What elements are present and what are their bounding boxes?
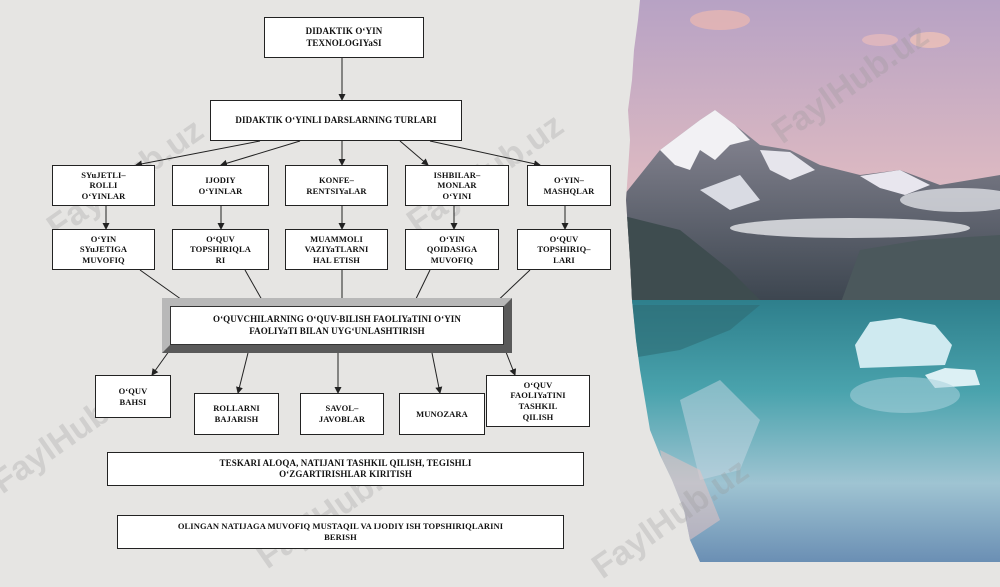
sub-item-box: O‘QUV TOPSHIRIQLA RI [172,229,269,270]
center-box: O‘QUVCHILARNING O‘QUV-BILISH FAOLIYaTINI… [170,306,504,345]
sub-item-box: O‘YIN SYuJETIGA MUVOFIQ [52,229,155,270]
category-box-role-games: SYuJETLI– ROLLI O‘YINLAR [52,165,155,206]
category-box-creative-games: IJODIY O‘YINLAR [172,165,269,206]
outcome-box: O‘QUV BAHSI [95,375,171,418]
types-box: DIDAKTIK O‘YINLI DARSLARNING TURLARI [210,100,462,141]
outcome-box: SAVOL– JAVOBLAR [300,393,384,435]
category-box-conferences: KONFE– RENTSIYaLAR [285,165,388,206]
sub-item-box: O‘QUV TOPSHIRIQ– LARI [517,229,611,270]
feedback-box: TESKARI ALOQA, NATIJANI TASHKIL QILISH, … [107,452,584,486]
outcome-box: ROLLARNI BAJARISH [194,393,279,435]
center-box-highlight [162,298,512,353]
outcome-box: MUNOZARA [399,393,485,435]
sub-item-box: O‘YIN QOIDASIGA MUVOFIQ [405,229,499,270]
title-box: DIDAKTIK O‘YIN TEXNOLOGIYaSI [264,17,424,58]
outcome-box: O‘QUV FAOLIYaTINI TASHKIL QILISH [486,375,590,427]
sub-item-box: MUAMMOLI VAZIYaTLARNI HAL ETISH [285,229,388,270]
category-box-game-exercises: O‘YIN– MASHQLAR [527,165,611,206]
final-task-box: OLINGAN NATIJAGA MUVOFIQ MUSTAQIL VA IJO… [117,515,564,549]
category-box-business-games: ISHBILAR– MONLAR O‘YINI [405,165,509,206]
mountain-lake-photo [626,0,1000,562]
